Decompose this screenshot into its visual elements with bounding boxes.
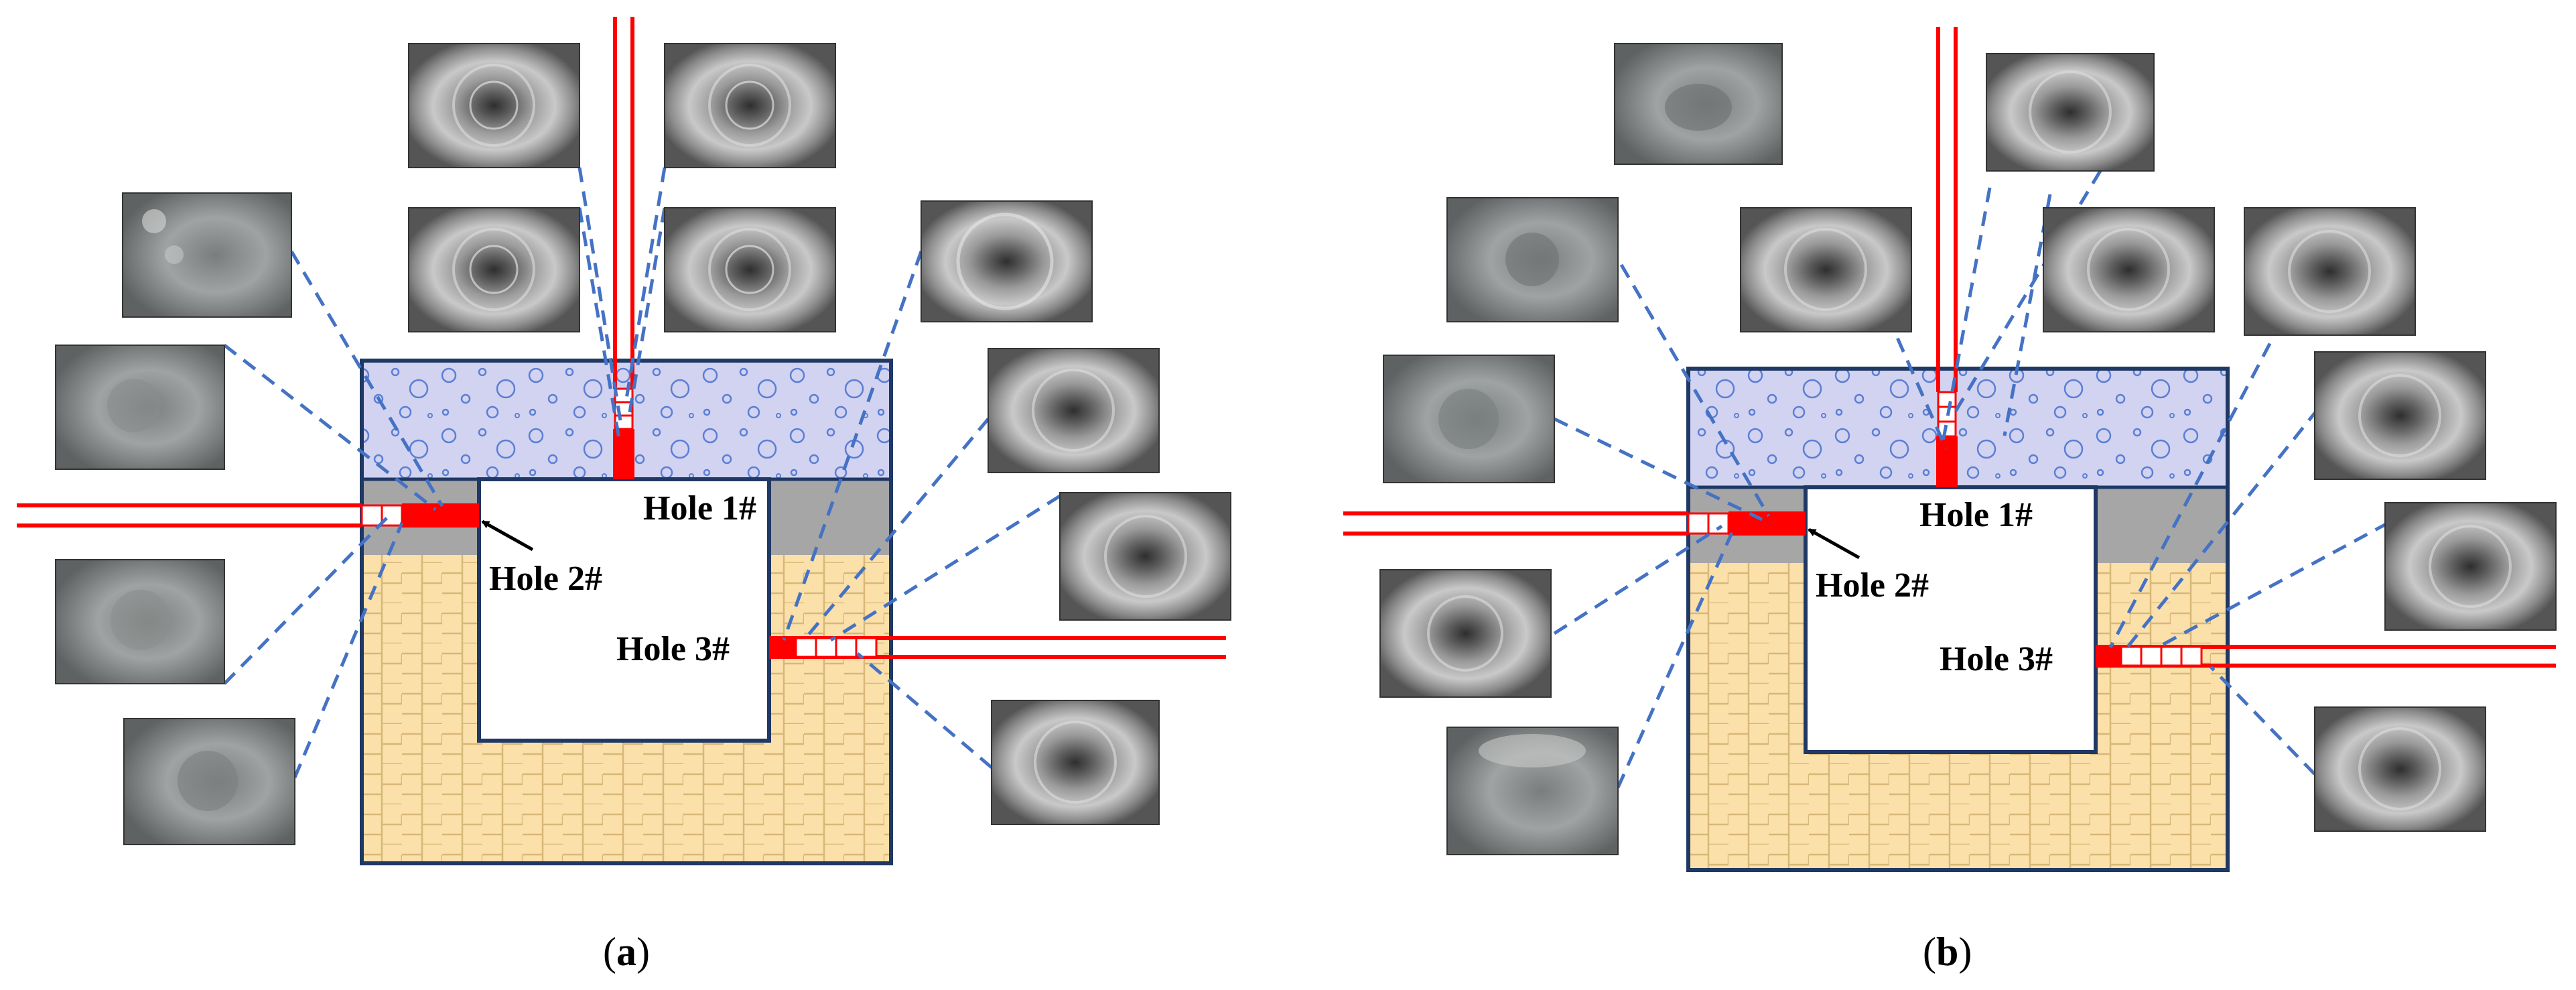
borehole-camera-image [2314, 351, 2486, 480]
borehole-camera-image [1614, 43, 1783, 165]
borehole-camera-image [2244, 207, 2416, 336]
borehole-camera-image [1986, 53, 2155, 172]
borehole-camera-image [1383, 355, 1555, 483]
caption-a: (a) [603, 930, 650, 974]
panel-b: Hole 1# Hole 2# Hole 3# [1343, 27, 2557, 974]
hole-3-label: Hole 3# [616, 630, 730, 668]
hole-1-label: Hole 1# [643, 489, 756, 528]
borehole-pipe-hole-2 [17, 503, 479, 528]
borehole-camera-image [408, 207, 580, 332]
borehole-camera-image [664, 43, 836, 168]
hole-2-label: Hole 2# [489, 560, 602, 598]
roadway-opening [1804, 485, 2098, 754]
concrete-layer [1688, 369, 2228, 487]
borehole-camera-image [991, 700, 1160, 825]
pointer-arrow-icon [481, 519, 534, 552]
borehole-photos-b [1379, 43, 2557, 855]
borehole-camera-image [408, 43, 580, 168]
borehole-camera-image [988, 348, 1160, 473]
borehole-camera-image [664, 207, 836, 332]
strata-frame [360, 359, 893, 865]
borehole-camera-image [55, 345, 225, 470]
strata-frame [1686, 367, 2230, 872]
borehole-pipe-hole-3 [769, 636, 1226, 659]
coal-layer-right [769, 479, 891, 555]
roadway-opening [477, 477, 771, 743]
leader-lines [223, 167, 1061, 778]
borehole-camera-image [55, 559, 225, 684]
borehole-camera-image [2314, 706, 2486, 832]
caption-b: (b) [1923, 930, 1972, 974]
borehole-camera-image [921, 200, 1093, 322]
panel-a: Hole 1# Hole 2# Hole 3# [17, 17, 1231, 974]
borehole-camera-image [2384, 502, 2557, 631]
borehole-photos-a [55, 43, 1231, 845]
borehole-camera-image [1379, 569, 1552, 698]
pointer-arrow-icon [1808, 528, 1860, 560]
borehole-camera-image [123, 718, 295, 845]
borehole-camera-image [2043, 207, 2215, 332]
borehole-camera-image [1446, 197, 1619, 322]
borehole-camera-image [1059, 492, 1231, 621]
borehole-camera-image [122, 192, 292, 318]
borehole-camera-image [1446, 727, 1619, 855]
borehole-pipe-hole-3 [2096, 645, 2556, 668]
coal-layer-right [2096, 487, 2228, 563]
borehole-pipe-hole-2 [1343, 511, 1806, 536]
borehole-pipe-hole-1 [1936, 27, 1958, 487]
borehole-camera-image [1740, 207, 1912, 332]
hole-1-label: Hole 1# [1919, 496, 2033, 534]
hole-3-label: Hole 3# [1940, 640, 2053, 678]
hole-2-label: Hole 2# [1816, 566, 1929, 605]
